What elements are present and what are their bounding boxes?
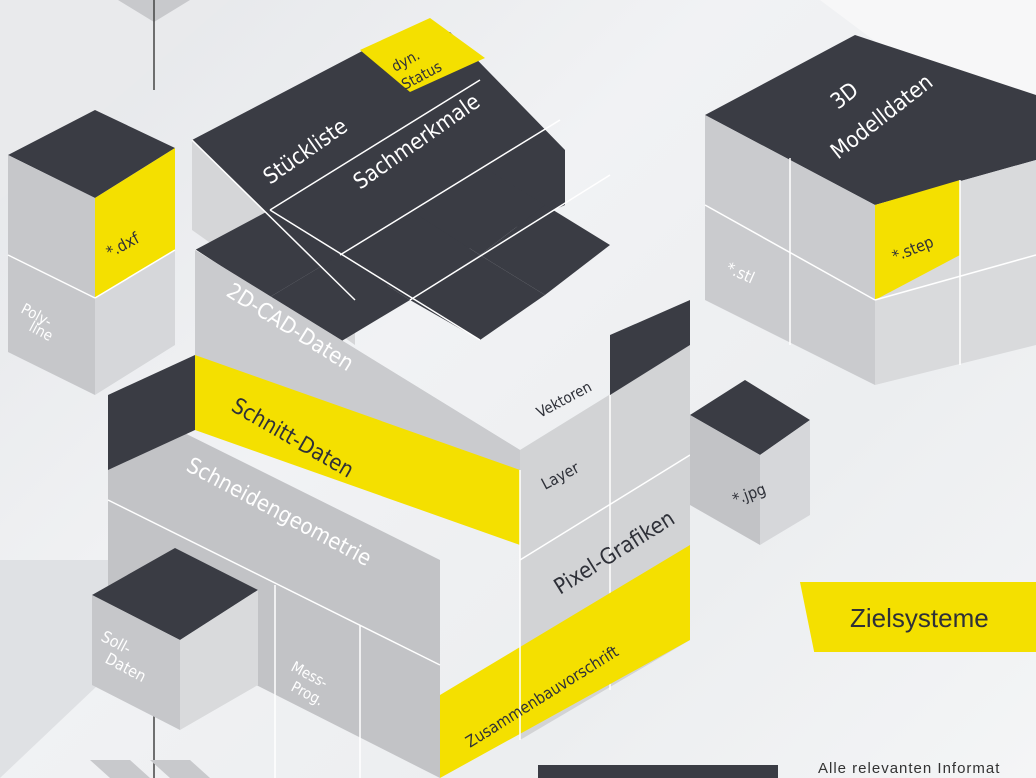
description-text: Alle relevanten Informat (818, 760, 1001, 777)
chevron-icon (90, 760, 150, 778)
modelldaten-block: 3D Modelldaten *.step *.stl (704, 35, 1036, 385)
dark-bar (538, 765, 778, 778)
soll-daten-block: Soll- Daten (92, 548, 258, 730)
jpg-block: *.jpg (690, 380, 810, 545)
zielsysteme-title: Zielsysteme (850, 603, 989, 633)
main-cube: Stückliste dyn. Status Sachmerkmale 2D-C… (107, 18, 691, 778)
zielsysteme-banner (800, 582, 1036, 652)
chevron-icon (150, 760, 210, 778)
dxf-block: *.dxf Poly- line (7, 110, 176, 395)
